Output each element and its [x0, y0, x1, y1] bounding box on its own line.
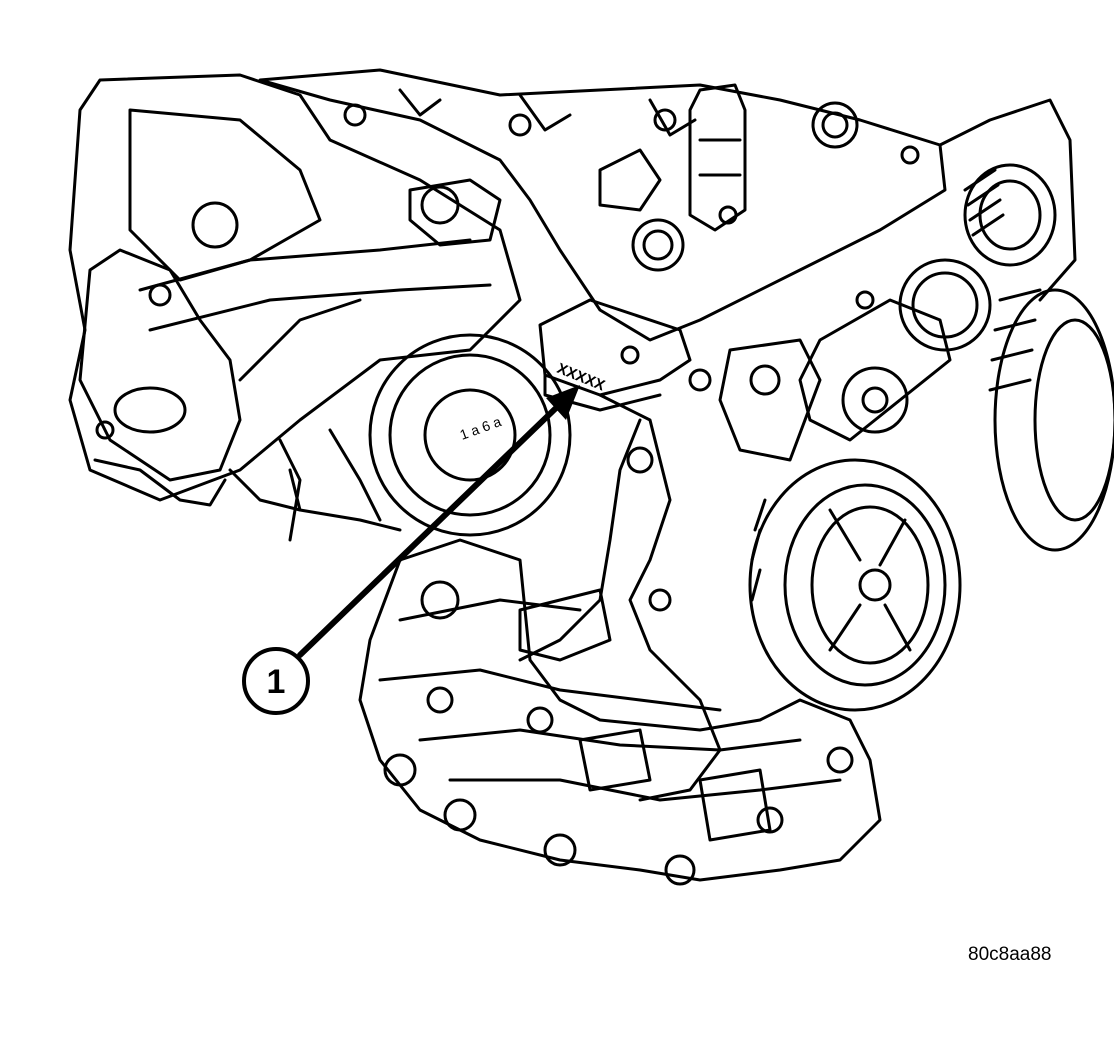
- upper-right-pulley: [938, 98, 1077, 302]
- callout-leader: [297, 385, 580, 658]
- timing-cover: [518, 368, 722, 802]
- intake-manifold: [68, 73, 522, 507]
- callout-1-number: 1: [267, 663, 286, 701]
- cap-marking: 1 a 6 a: [458, 413, 504, 443]
- misc-hoses: [228, 428, 402, 542]
- cylinder-head: [258, 68, 947, 342]
- callout-1: 1: [242, 647, 310, 715]
- figure-id: 80c8aa88: [968, 944, 1052, 965]
- right-edge-pulley: [988, 288, 1114, 552]
- crankshaft-pulley: [748, 458, 962, 712]
- water-pump-pulley: 1 a 6 a: [368, 333, 572, 537]
- engine-block-lower: [358, 538, 882, 886]
- belt-tensioner: [718, 258, 992, 462]
